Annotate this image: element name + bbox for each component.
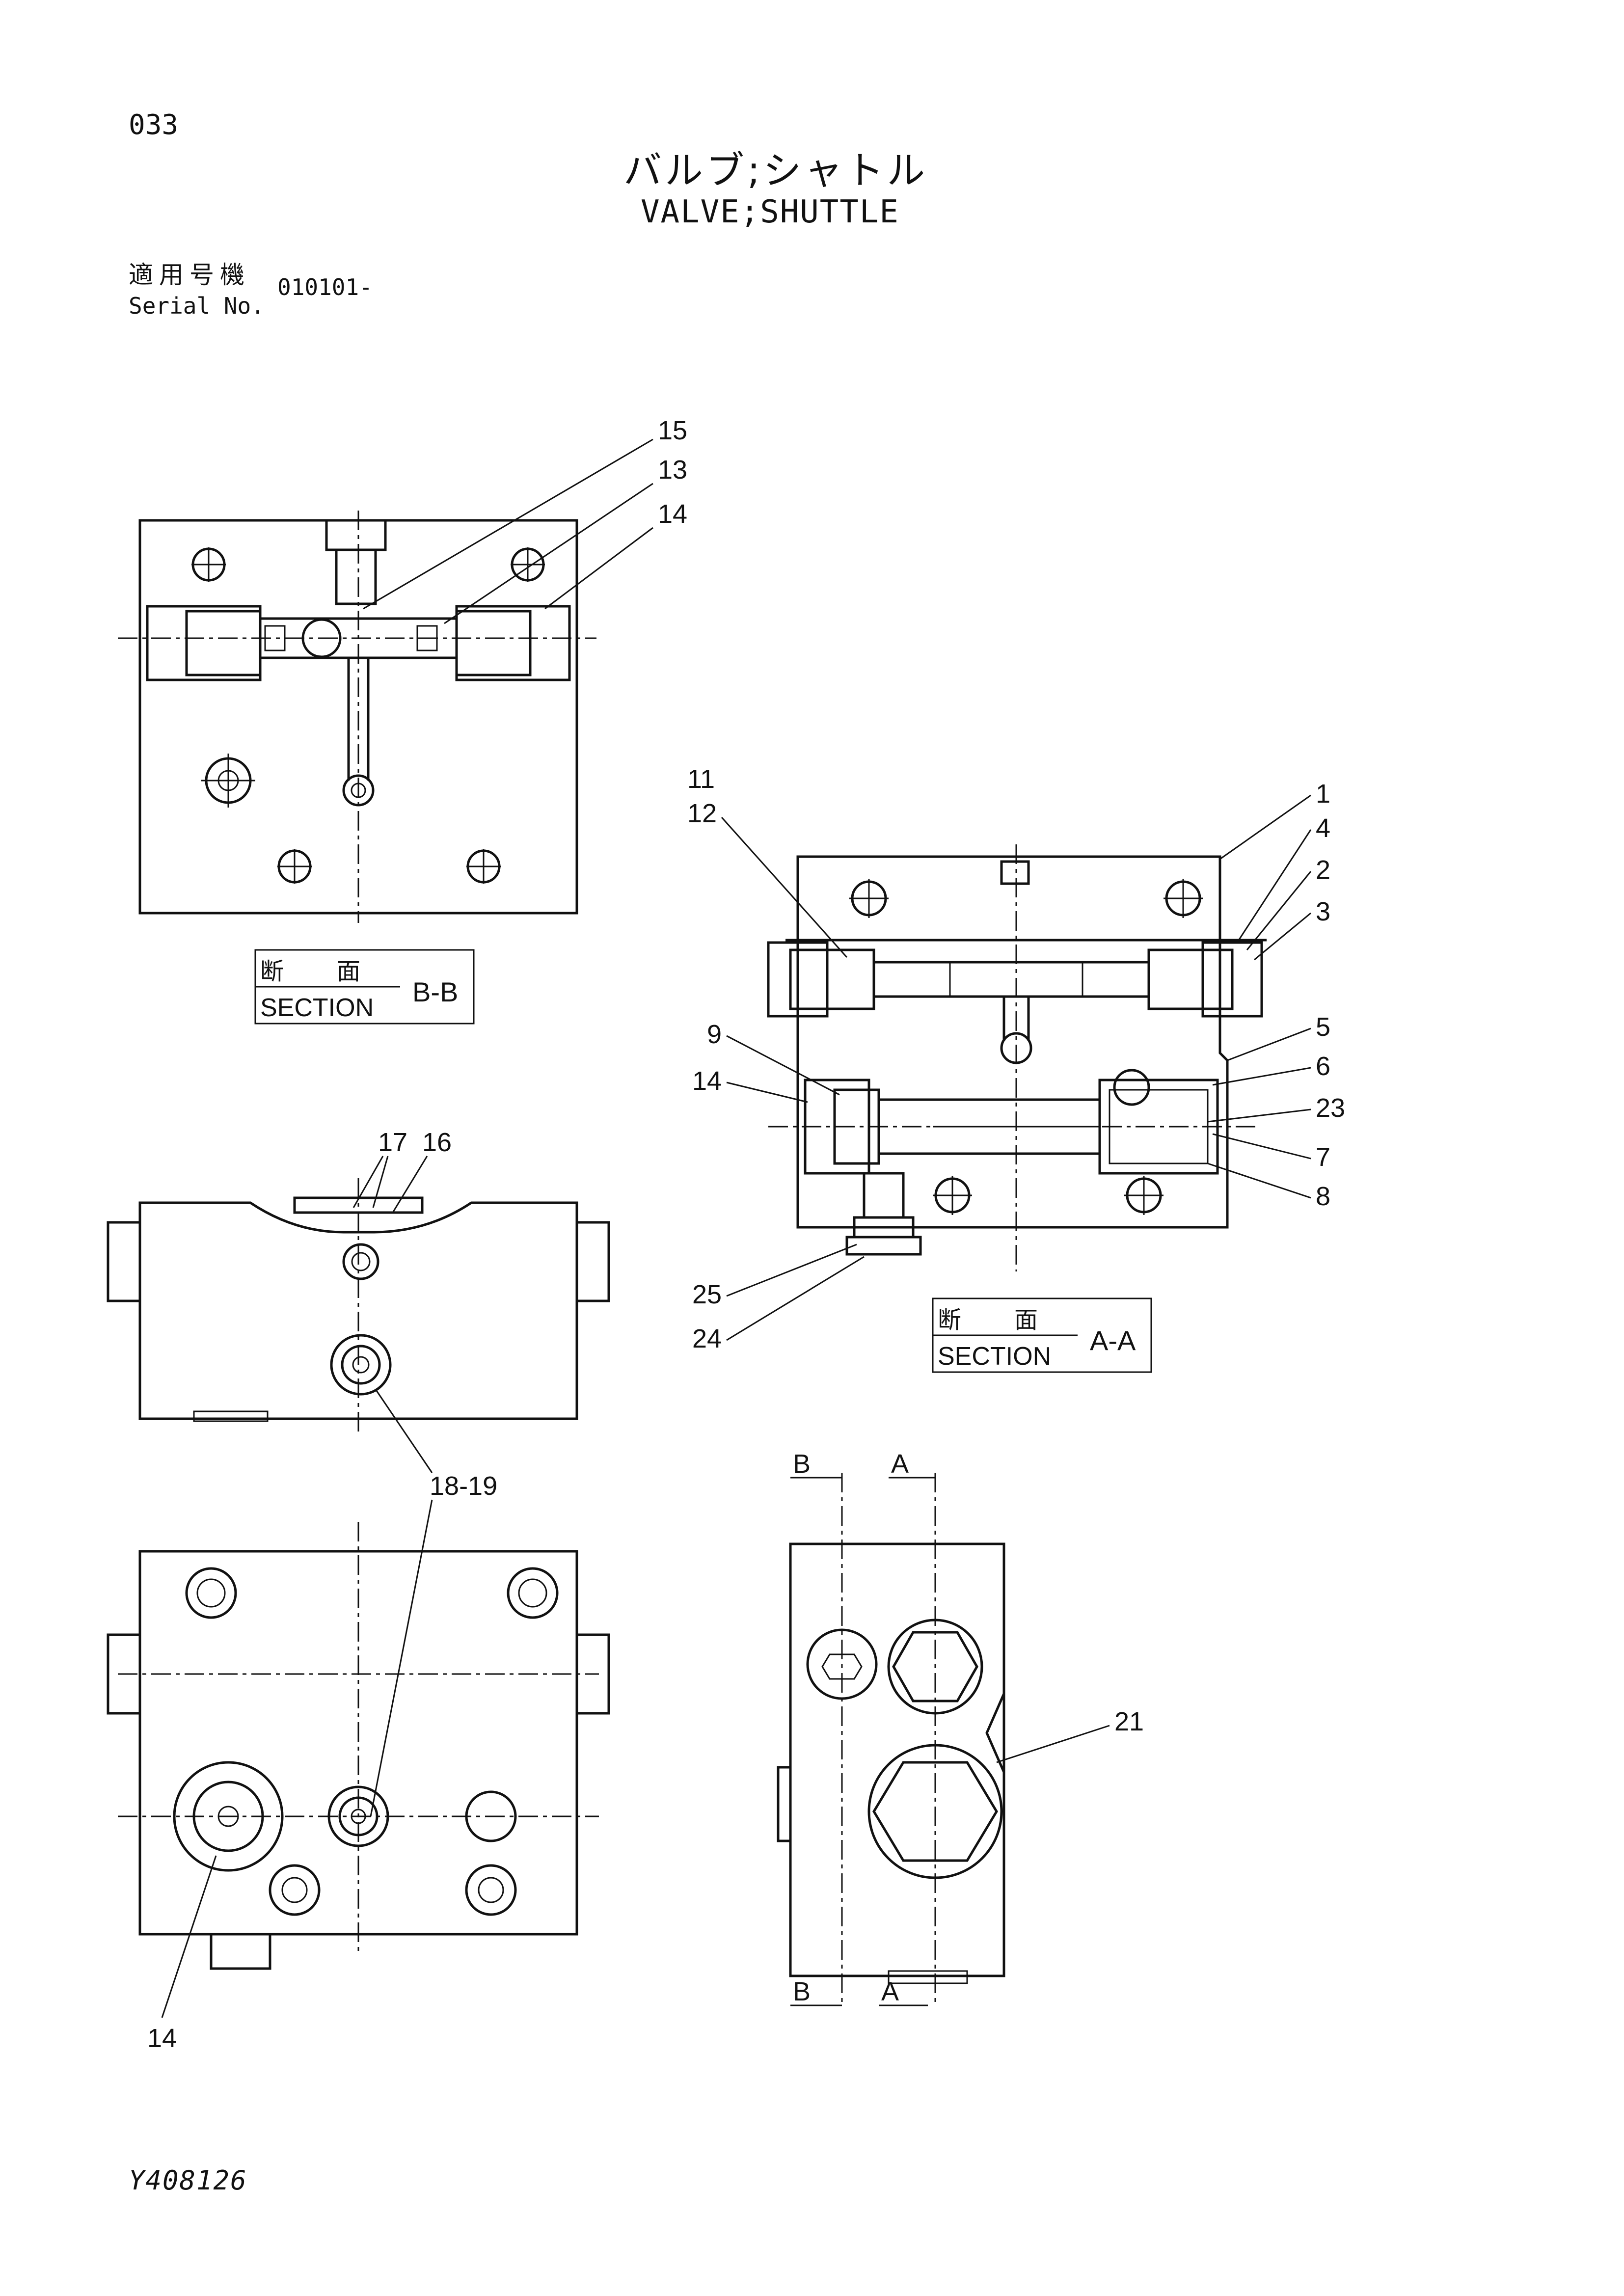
callout-15: 15 — [658, 416, 687, 445]
top-view — [107, 1178, 610, 1433]
callout-9: 9 — [707, 1020, 722, 1049]
side-view: B A B A — [777, 1449, 1005, 2006]
callout-2: 2 — [1316, 855, 1330, 885]
callout-12: 12 — [687, 799, 717, 828]
section-bb-label-jp: 断 面 — [260, 958, 375, 985]
callouts-bb: 15 13 14 — [363, 416, 687, 624]
view-marker-a-bottom: A — [881, 1977, 899, 2006]
section-aa-view — [767, 844, 1267, 1271]
callout-4: 4 — [1316, 813, 1330, 843]
section-aa-label-en: SECTION — [938, 1342, 1051, 1371]
view-marker-b-bottom: B — [793, 1977, 811, 2006]
front-view — [107, 1522, 610, 1970]
serial-label-japanese: 適用号機 — [129, 261, 250, 289]
callout-6: 6 — [1316, 1052, 1330, 1081]
section-bb-view — [118, 511, 596, 923]
callout-8: 8 — [1316, 1182, 1330, 1211]
callout-16: 16 — [422, 1128, 452, 1157]
document-code: Y408126 — [129, 2165, 247, 2196]
callouts-aa: 11 12 1 4 2 3 5 6 23 7 8 9 14 25 24 — [687, 764, 1345, 1353]
serial-value: 010101- — [277, 274, 373, 300]
section-bb-label: 断 面 SECTION B-B — [254, 949, 475, 1025]
title-japanese: バルブ;シャトル — [623, 149, 928, 193]
page-number: 033 — [129, 109, 179, 141]
section-aa-name: A-A — [1090, 1325, 1136, 1356]
callouts-front: 14 — [147, 1855, 217, 2053]
callout-25: 25 — [692, 1280, 722, 1309]
callout-17: 17 — [378, 1128, 407, 1157]
callout-23: 23 — [1316, 1093, 1345, 1123]
callouts-side: 21 — [996, 1707, 1144, 1763]
callout-5: 5 — [1316, 1012, 1330, 1042]
callout-21: 21 — [1114, 1707, 1144, 1736]
callout-1: 1 — [1316, 779, 1330, 809]
callout-14-bb: 14 — [658, 499, 687, 529]
view-marker-b-top: B — [793, 1449, 811, 1479]
callout-13: 13 — [658, 455, 687, 485]
callout-3: 3 — [1316, 897, 1330, 926]
callout-14-front: 14 — [147, 2024, 177, 2053]
serial-label-english: Serial No. — [129, 293, 265, 319]
callout-7: 7 — [1316, 1142, 1330, 1172]
callout-24: 24 — [692, 1324, 722, 1353]
section-aa-label-jp: 断 面 — [938, 1306, 1053, 1334]
section-aa-label: 断 面 SECTION A-A — [932, 1297, 1152, 1373]
title-english: VALVE;SHUTTLE — [641, 194, 899, 230]
callout-14-aa: 14 — [692, 1066, 722, 1096]
section-bb-label-en: SECTION — [260, 994, 374, 1022]
callout-11: 11 — [687, 764, 715, 794]
callouts-top: 17 16 18-19 — [352, 1128, 497, 1817]
callout-18-19: 18-19 — [430, 1471, 497, 1501]
view-marker-a-top: A — [891, 1449, 909, 1479]
section-bb-name: B-B — [412, 976, 458, 1007]
